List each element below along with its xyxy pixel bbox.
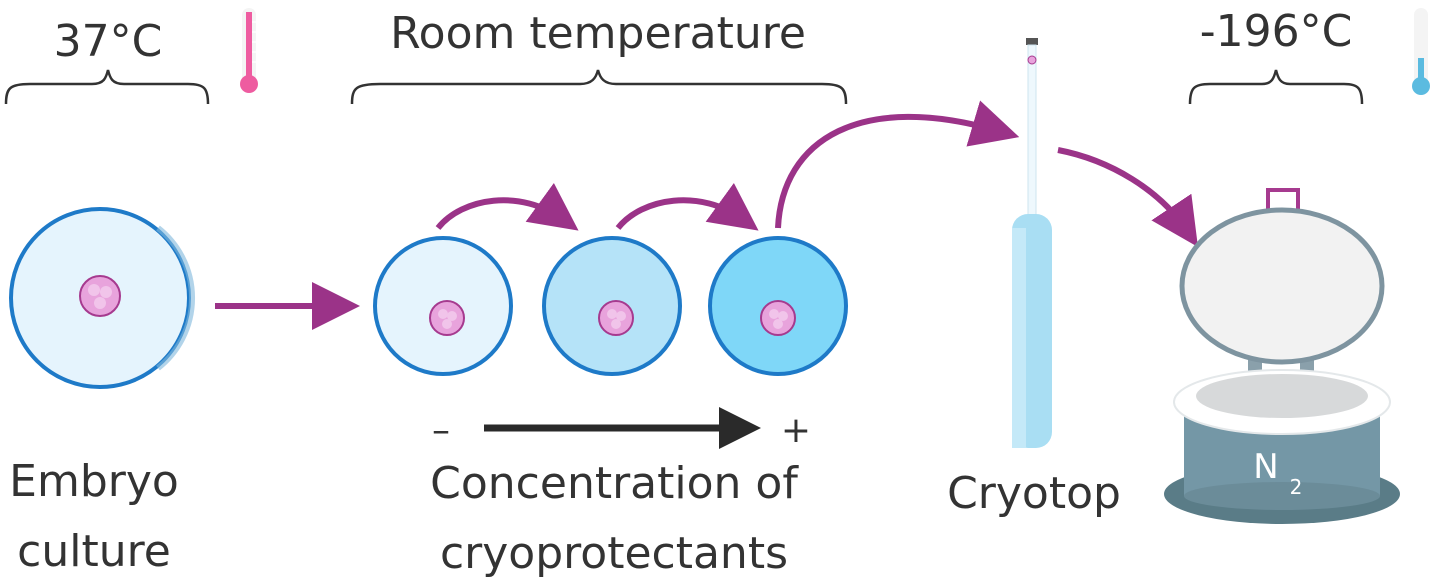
- temp-room-label: Room temperature: [390, 8, 806, 59]
- concentration-label-line2: cryoprotectants: [440, 528, 788, 579]
- dish-mid-concentration: [542, 236, 682, 376]
- brace-room: [350, 69, 848, 105]
- culture-dish: [9, 207, 195, 389]
- embryo-icon: [79, 275, 121, 317]
- nitrogen-subscript: 2: [1290, 475, 1303, 499]
- concentration-label-line1: Concentration of: [430, 458, 799, 509]
- plus-sign: +: [781, 410, 811, 451]
- temp-culture-label: 37°C: [54, 16, 163, 67]
- cryotop-label: Cryotop: [947, 468, 1121, 519]
- dish-high-concentration: [708, 236, 848, 376]
- dish-low-concentration: [373, 236, 513, 376]
- nitrogen-tank-icon: [1164, 188, 1400, 524]
- nitrogen-label: N: [1253, 447, 1278, 487]
- arrow-dish2-to-dish3: [615, 182, 759, 231]
- temp-ln2-label: -196°C: [1200, 6, 1353, 57]
- thermometer-cold-icon: [1412, 8, 1430, 95]
- minus-sign: –: [432, 410, 450, 451]
- thermometer-warm-icon: [240, 8, 258, 93]
- arrow-dish3-to-cryotop: [775, 100, 1020, 229]
- arrow-cryotop-to-tank: [1057, 147, 1198, 247]
- arrow-dish1-to-dish2: [435, 182, 579, 231]
- cryotop-icon: [1012, 38, 1052, 448]
- embryo-label-line2: culture: [17, 526, 171, 577]
- embryo-label-line1: Embryo: [9, 456, 179, 507]
- brace-ln2: [1188, 69, 1364, 105]
- brace-culture: [4, 69, 210, 105]
